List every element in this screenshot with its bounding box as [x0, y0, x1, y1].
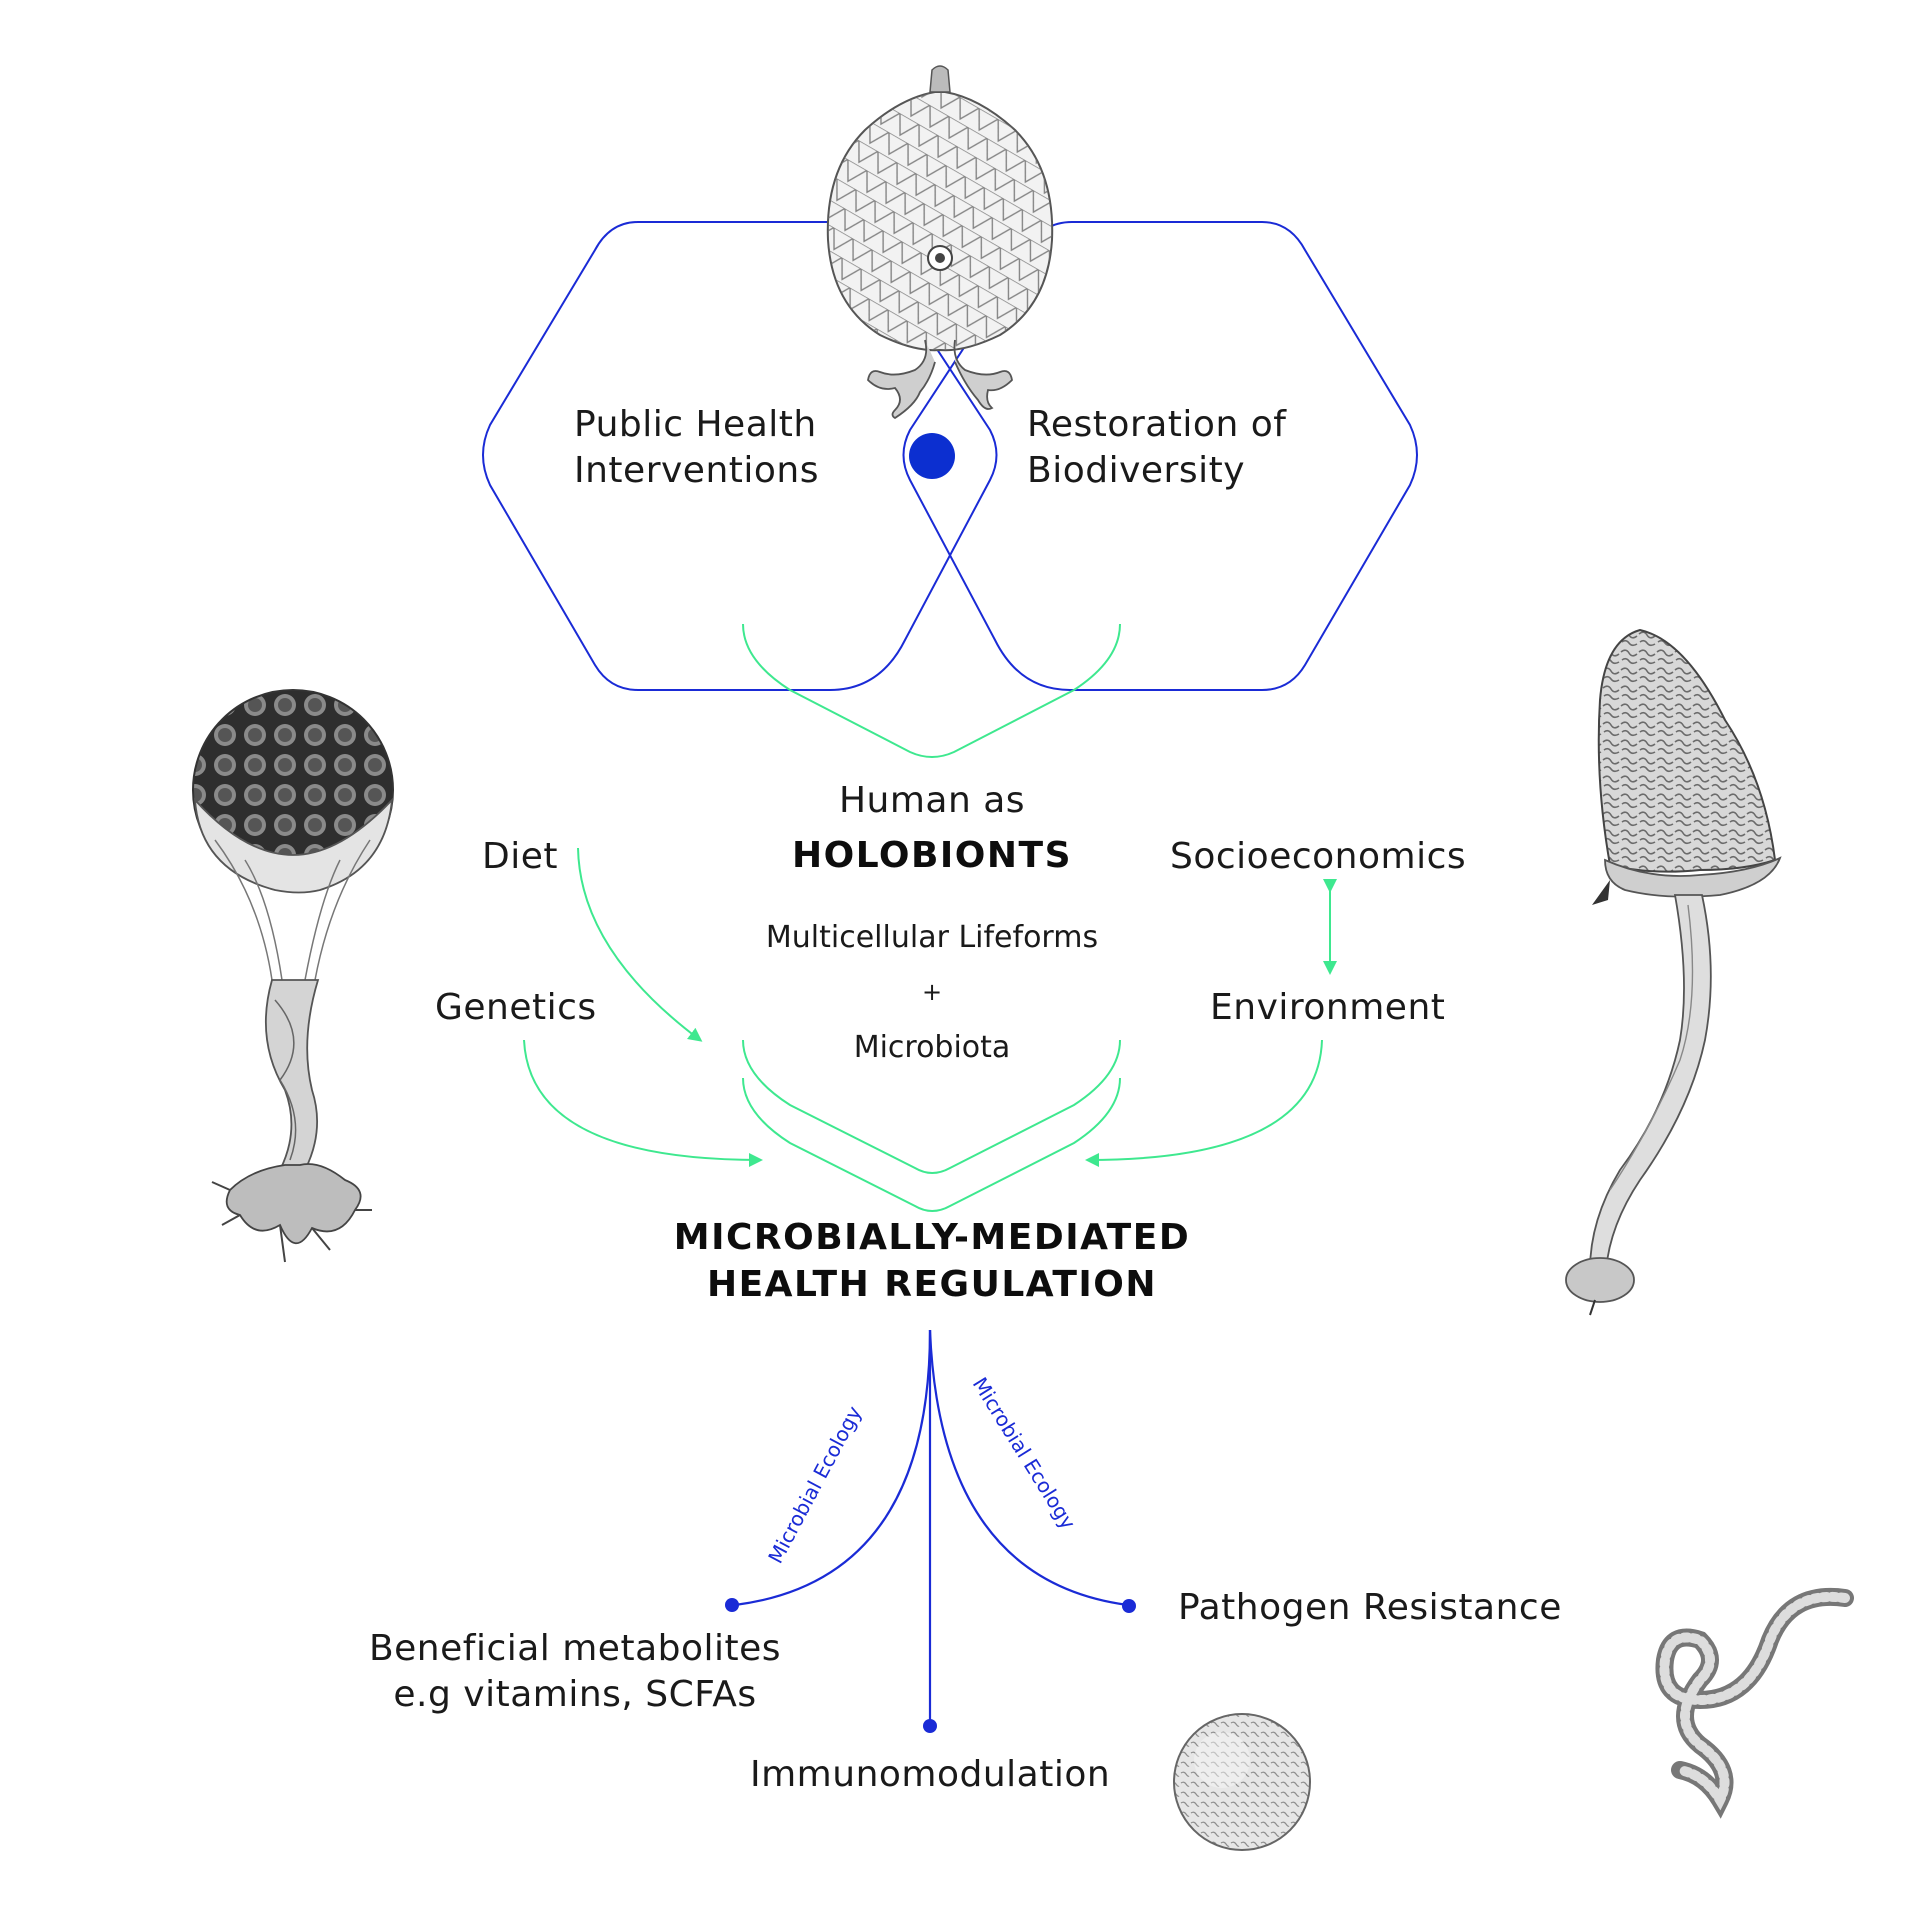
pathogen-node — [1122, 1599, 1136, 1613]
environment-label: Environment — [1210, 987, 1446, 1028]
outer-bracket — [742, 1077, 1121, 1212]
regulation-title-line2: HEALTH REGULATION — [706, 1264, 1158, 1305]
left-edge-label: Microbial Ecology — [763, 1402, 866, 1567]
multicellular-label: Multicellular Lifeforms — [765, 920, 1099, 955]
spiral-organism-illustration — [1655, 1588, 1854, 1819]
metabolites-node — [725, 1598, 739, 1612]
public-health-label-line1: Public Health — [574, 404, 817, 445]
socioeconomics-label: Socioeconomics — [1170, 836, 1467, 877]
spore-ball-illustration — [1173, 1713, 1311, 1851]
environment-arrow — [1085, 1039, 1323, 1167]
public-health-hexagon — [482, 221, 998, 691]
metabolites-label-line1: Beneficial metabolites — [368, 1628, 782, 1669]
regulation-title-line1: MICROBIALLY-MEDIATED — [673, 1217, 1191, 1258]
immunomodulation-node — [923, 1719, 937, 1733]
diet-label: Diet — [482, 836, 558, 877]
immunomodulation-label: Immunomodulation — [750, 1754, 1111, 1795]
intersection-dot — [909, 433, 955, 479]
pathogen-resistance-label: Pathogen Resistance — [1178, 1587, 1562, 1628]
mushroom-left-illustration — [192, 689, 394, 1263]
inner-bracket — [742, 1039, 1121, 1174]
genetics-label: Genetics — [435, 987, 597, 1028]
restoration-label-line1: Restoration of — [1027, 404, 1287, 445]
microbiota-label: Microbiota — [853, 1030, 1011, 1065]
plus-sign: + — [921, 978, 943, 1006]
right-branch — [928, 1329, 1129, 1607]
human-as-label: Human as — [838, 780, 1026, 821]
holobiont-bracket — [742, 623, 1121, 758]
biodiversity-hexagon — [902, 221, 1418, 691]
right-edge-label: Microbial Ecology — [968, 1373, 1081, 1534]
diet-arrow — [577, 847, 703, 1042]
holobionts-title: HOLOBIONTS — [791, 835, 1073, 876]
left-branch — [734, 1329, 932, 1607]
public-health-label-line2: Interventions — [574, 450, 819, 491]
genetics-arrow — [523, 1039, 763, 1167]
mushroom-right-illustration — [1565, 628, 1782, 1316]
seed-pod-illustration — [826, 65, 1054, 420]
restoration-label-line2: Biodiversity — [1027, 450, 1246, 491]
metabolites-label-line2: e.g vitamins, SCFAs — [393, 1674, 757, 1715]
